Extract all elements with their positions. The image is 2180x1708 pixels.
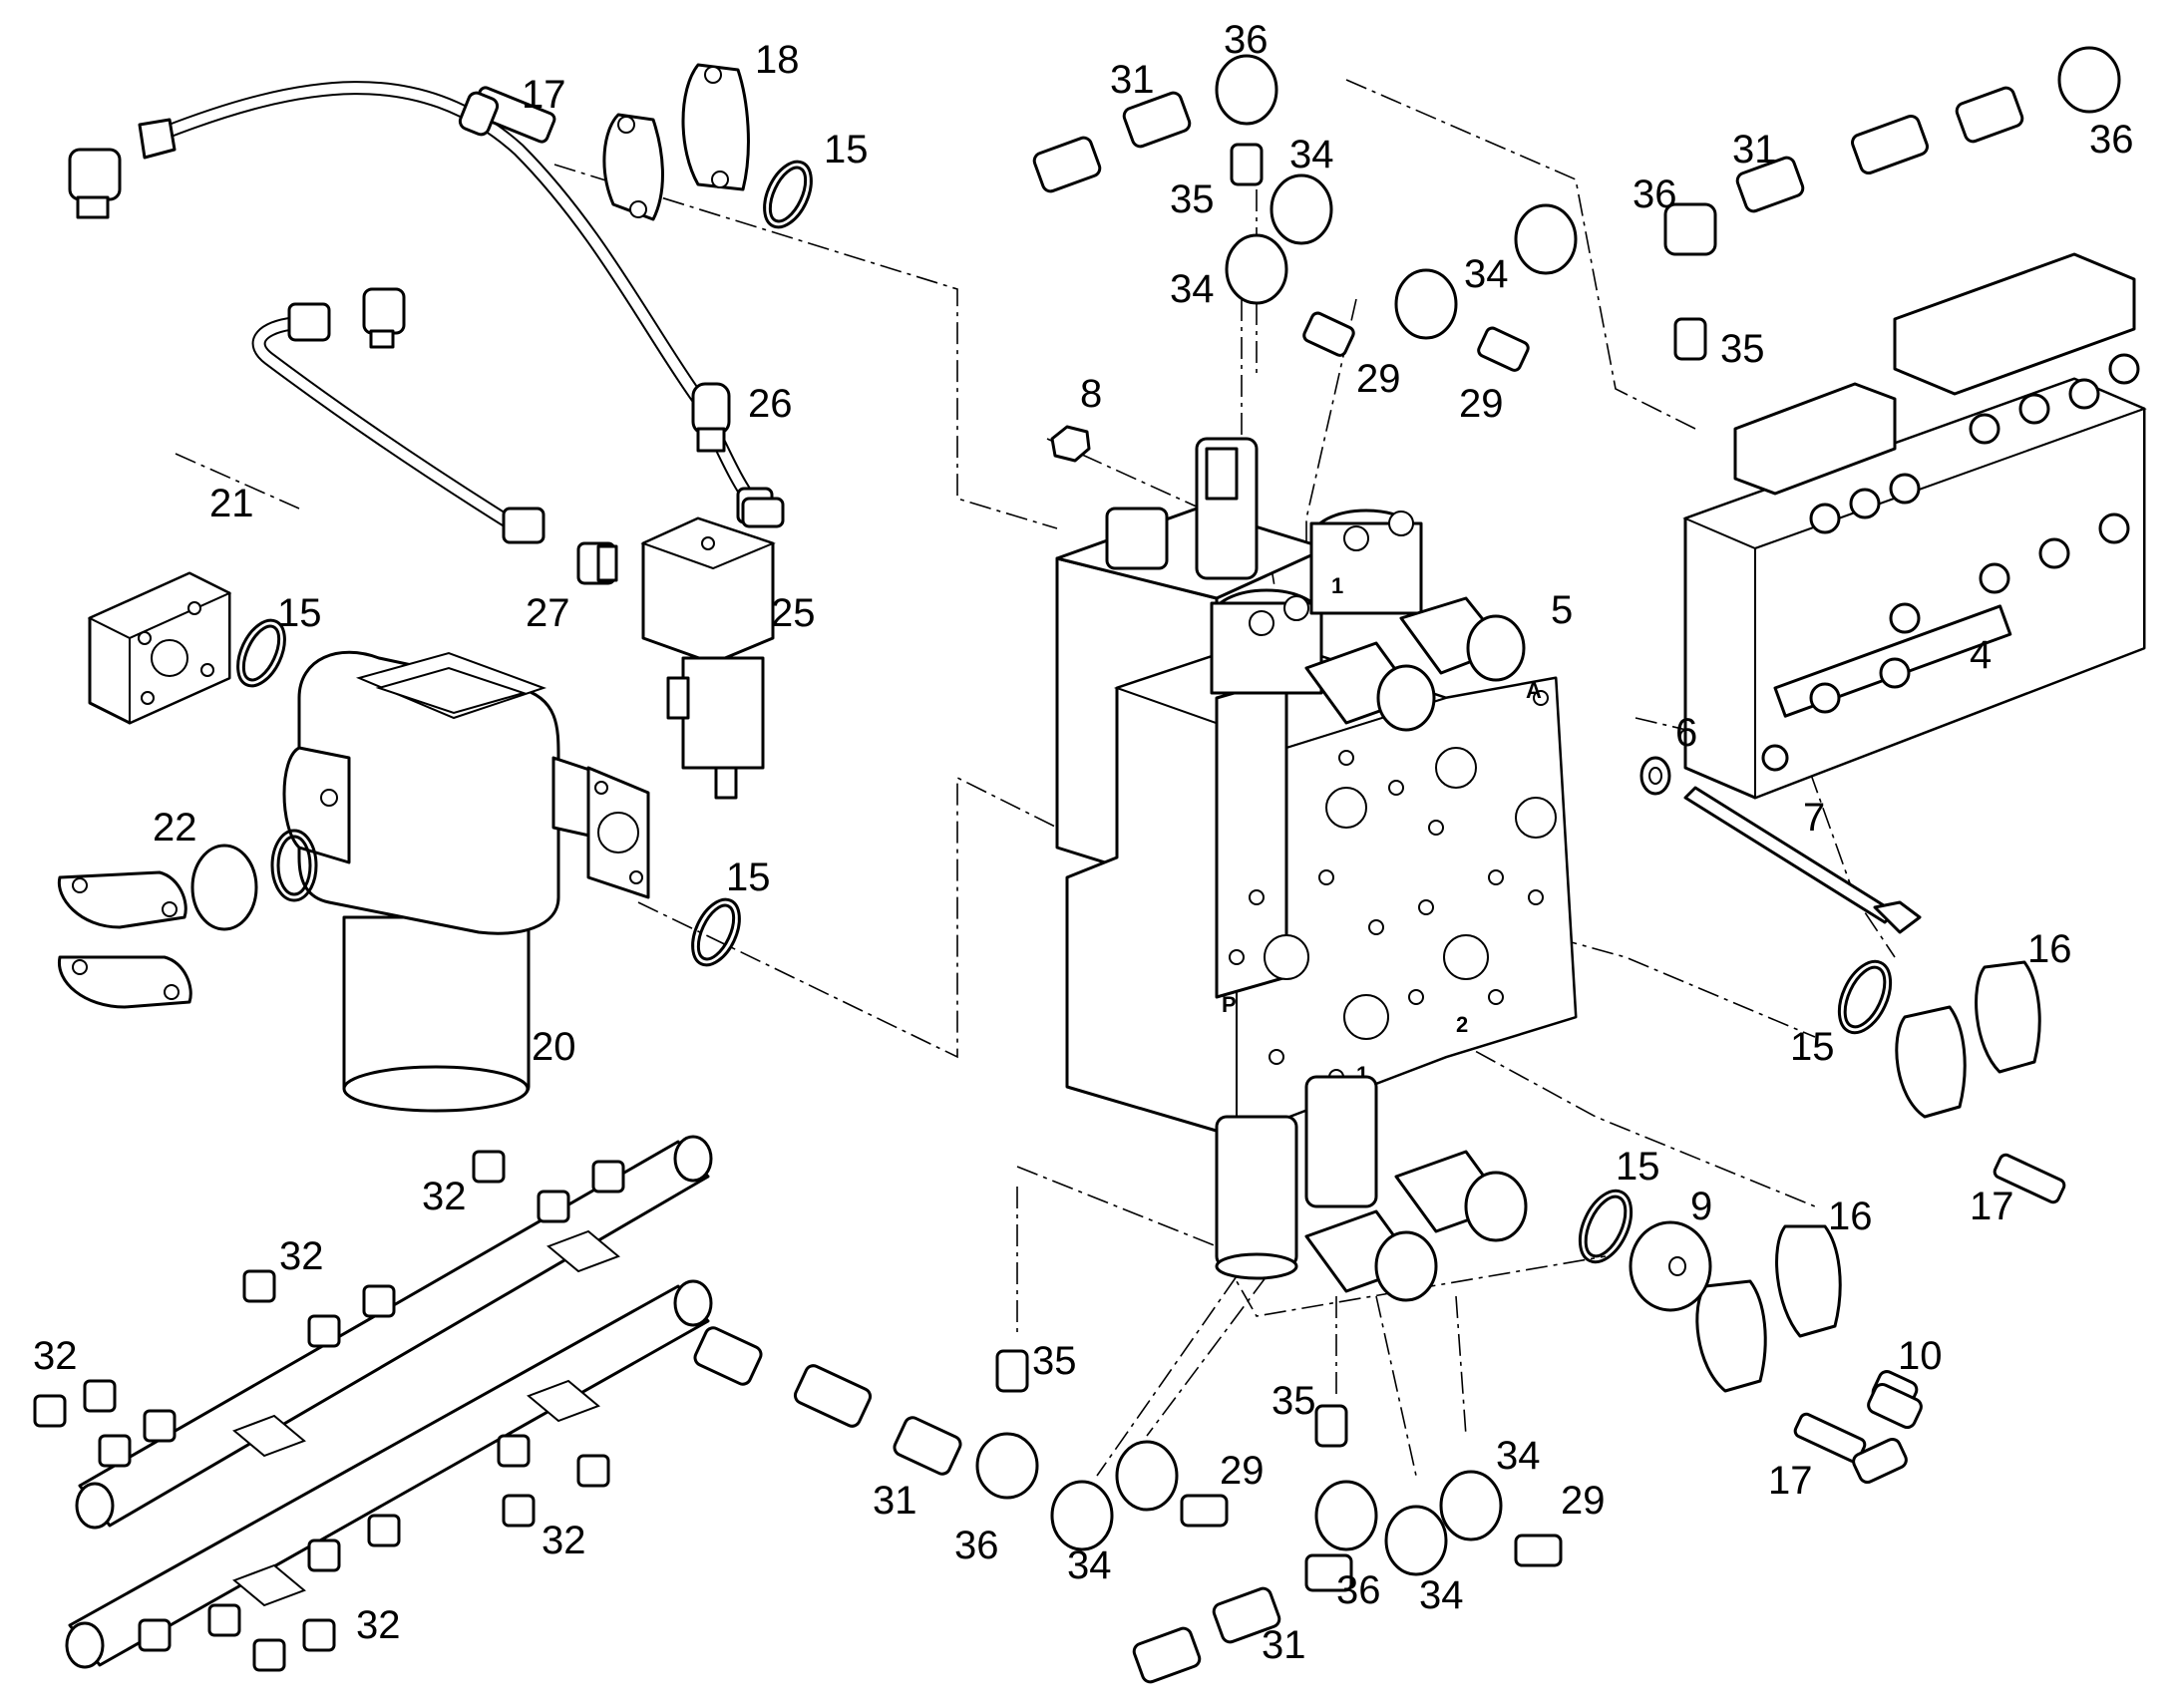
callout-7: 7: [1803, 796, 1825, 840]
solenoid-valve-25: [640, 516, 776, 800]
callouts: 4 5 6 7 8 9 10 15 15 15 15 15 16 16 17 1…: [33, 18, 2134, 1667]
callout-32-b: 32: [279, 1234, 324, 1278]
flange-halves-16-right: [1695, 960, 2041, 1393]
valve-bank-4: [1682, 252, 2147, 800]
port-holes: [1229, 690, 1557, 1085]
callout-18: 18: [755, 38, 800, 82]
callout-29-a: 29: [1356, 357, 1401, 401]
callout-32-d: 32: [542, 1519, 586, 1562]
callout-26: 26: [748, 382, 793, 426]
blanking-disc-9: [1629, 1220, 1712, 1312]
callout-29-c: 29: [1220, 1449, 1265, 1493]
callout-34-e: 34: [1419, 1573, 1464, 1617]
callout-31-c: 31: [873, 1479, 917, 1523]
callout-34-d: 34: [1067, 1543, 1112, 1587]
hoses: [153, 81, 765, 535]
callout-35-a: 35: [1170, 177, 1215, 221]
callout-31-b: 31: [1732, 128, 1777, 171]
callout-27: 27: [526, 591, 570, 635]
callout-15-c: 15: [726, 855, 771, 899]
bolts-17-right: [1793, 1153, 2066, 1464]
callout-15-b: 15: [277, 591, 322, 635]
callout-6: 6: [1675, 711, 1697, 755]
fitting-mid-left: [287, 287, 406, 349]
callout-17-a: 17: [522, 73, 566, 117]
callout-32-e: 32: [356, 1603, 401, 1647]
callout-21: 21: [209, 482, 254, 525]
callout-10: 10: [1898, 1334, 1943, 1378]
callout-20: 20: [532, 1025, 576, 1069]
callout-31-a: 31: [1110, 58, 1155, 102]
callout-17-c: 17: [1768, 1459, 1813, 1503]
callout-36-e: 36: [1336, 1568, 1381, 1612]
callout-32-c: 32: [33, 1334, 78, 1378]
port-mark-p: P: [1222, 992, 1237, 1017]
callout-29-b: 29: [1459, 382, 1504, 426]
callout-34-f: 34: [1496, 1434, 1541, 1478]
solenoid-coil-upper: [1304, 596, 1526, 732]
callout-8: 8: [1080, 372, 1102, 416]
callout-22: 22: [153, 806, 197, 850]
callout-15-e: 15: [1616, 1145, 1660, 1189]
washer-6: [1639, 756, 1671, 796]
callout-15-a: 15: [824, 128, 869, 171]
callout-16-a: 16: [2027, 927, 2072, 971]
port-mark-a: A: [1526, 678, 1542, 703]
nut-8: [1050, 425, 1091, 463]
callout-17-b: 17: [1970, 1185, 2014, 1228]
callout-36-d: 36: [954, 1524, 999, 1567]
callout-16-b: 16: [1828, 1195, 1873, 1238]
callout-34-b: 34: [1170, 267, 1215, 311]
rail-fittings: [33, 1150, 625, 1672]
flange-block-21: [87, 571, 232, 725]
fitting-top-left: [68, 118, 177, 219]
callout-15-d: 15: [1790, 1025, 1835, 1069]
top-fittings: [1032, 46, 2121, 372]
callout-35-c: 35: [1032, 1339, 1077, 1383]
callout-32-a: 32: [422, 1175, 467, 1218]
manifold-rails: [33, 1135, 713, 1672]
plug-22-and-flanges: [57, 829, 318, 1009]
valve-bank-fittings: [1761, 353, 2140, 772]
callout-4: 4: [1970, 633, 1992, 677]
callout-36-b: 36: [2089, 118, 2134, 162]
callout-36-a: 36: [1224, 18, 1269, 62]
callout-9: 9: [1690, 1185, 1712, 1228]
o-rings-15: [236, 160, 1893, 1264]
bottom-fittings: [693, 1326, 1908, 1684]
callout-31-d: 31: [1262, 1623, 1306, 1667]
callout-34-a: 34: [1289, 133, 1334, 176]
callout-5: 5: [1551, 588, 1573, 632]
filter-housing-20: [282, 650, 650, 1113]
fitting-hose-end: [502, 487, 785, 544]
bolt-17-top: [458, 86, 556, 144]
callout-35-b: 35: [1720, 327, 1765, 371]
breather-26: [691, 382, 731, 453]
callout-36-c: 36: [1633, 172, 1677, 216]
flange-halves-18: [602, 63, 750, 221]
callout-25: 25: [771, 591, 816, 635]
callout-29-d: 29: [1561, 1479, 1606, 1523]
fitting-10: [1867, 1382, 1923, 1430]
callout-35-d: 35: [1272, 1379, 1316, 1423]
fitting-27: [576, 541, 618, 585]
port-mark-1b: 1: [1331, 573, 1343, 598]
callout-34-c: 34: [1464, 252, 1509, 296]
port-mark-2: 2: [1456, 1012, 1468, 1037]
hose-fittings: [68, 118, 785, 544]
tie-rod-7: [1683, 786, 1922, 934]
lower-cartridges: [1215, 1075, 1528, 1302]
valve-block-5: P A 1 2 1: [1055, 437, 1578, 1302]
